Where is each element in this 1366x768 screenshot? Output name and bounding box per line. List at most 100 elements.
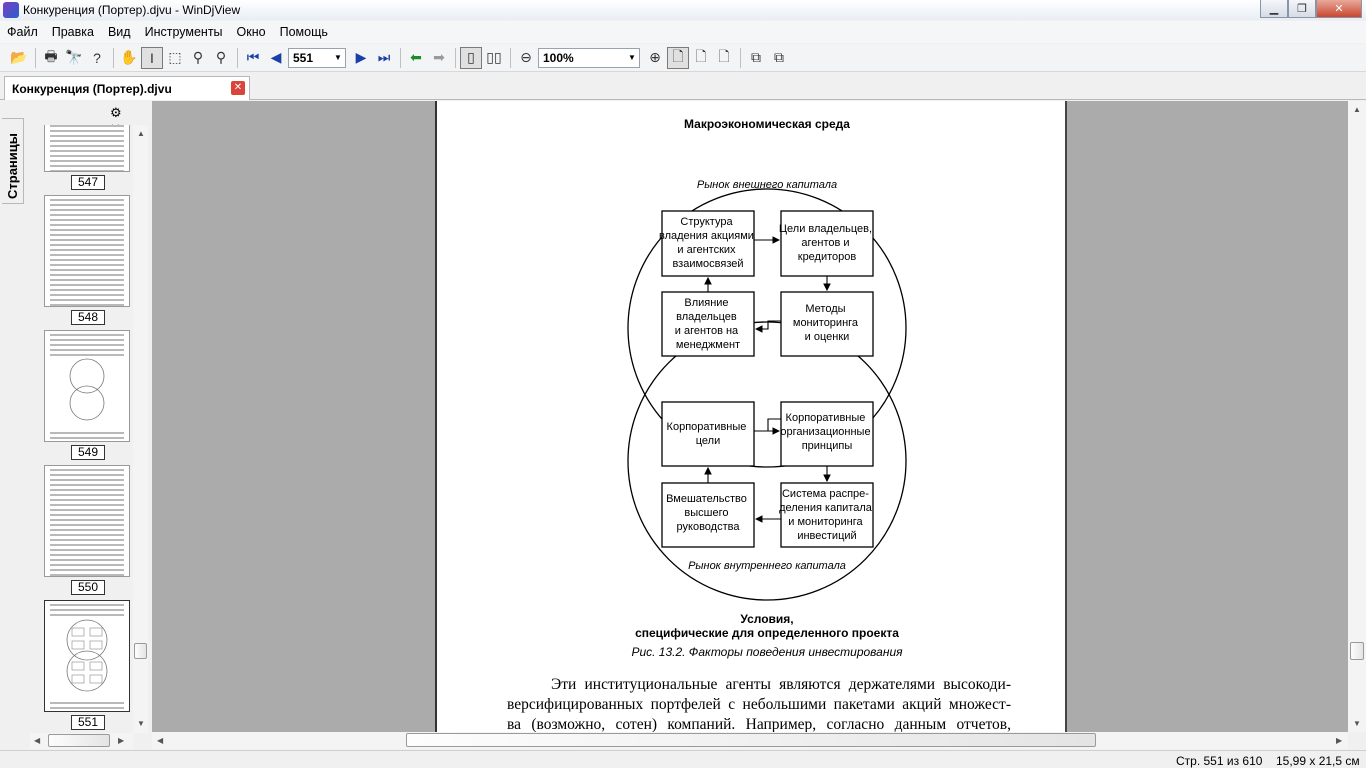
scroll-down-icon[interactable]: ▼	[1353, 719, 1361, 728]
zoom-out-icon[interactable]: ⊖	[520, 49, 532, 65]
figure-footer-line2: специфические для определенного проекта	[635, 626, 899, 640]
select-rect-tool-icon[interactable]: ⬚	[168, 49, 182, 65]
prev-page-icon[interactable]: ◀	[270, 49, 282, 65]
pages-side-tab[interactable]: Страницы	[2, 118, 24, 204]
figure-diagram: Макроэкономическая среда Рынок внешнего …	[627, 117, 907, 659]
diagram-arrows	[704, 236, 831, 523]
body-paragraph-line: версифицированных портфелей с небольшими…	[507, 696, 1011, 713]
maximize-button[interactable]: ❐	[1288, 0, 1316, 18]
scroll-left-icon[interactable]: ◀	[34, 736, 41, 745]
box-management-intervention-text: Вмешательство высшего руководства	[666, 493, 750, 533]
first-page-icon[interactable]: ⏮	[246, 49, 260, 65]
figure-caption: Рис. 13.2. Факторы поведения инвестирова…	[631, 645, 903, 659]
box-organizational-principles-text: Корпоративные организационные принципы	[780, 412, 873, 452]
help-icon[interactable]: ?	[93, 49, 101, 66]
zoom-value: 100%	[543, 50, 574, 65]
open-folder-icon[interactable]: 📂	[10, 49, 28, 65]
figure-title: Макроэкономическая среда	[684, 117, 850, 131]
page-thumbnail[interactable]	[44, 600, 130, 712]
document-tab-label: Конкуренция (Портер).djvu	[12, 81, 172, 96]
menu-view[interactable]: Вид	[107, 25, 131, 39]
thumbnail-diagram	[69, 358, 105, 421]
main-vertical-scrollbar[interactable]: ▲ ▼	[1348, 101, 1366, 732]
outer-market-label: Рынок внешнего капитала	[697, 179, 837, 191]
next-page-icon[interactable]: ▶	[355, 49, 367, 65]
inner-market-label: Рынок внутреннего капитала	[688, 560, 846, 572]
thumbnail-diagram	[66, 619, 108, 692]
scrollbar-thumb[interactable]	[1350, 642, 1364, 660]
scroll-right-icon[interactable]: ▶	[118, 736, 125, 745]
forward-icon[interactable]: ➡	[433, 49, 445, 65]
box-ownership-structure	[661, 210, 755, 277]
page-thumbnail[interactable]	[44, 465, 130, 577]
page-thumbnail[interactable]	[44, 330, 130, 442]
box-owner-influence-text: Влияние владельцев и агентов на менеджме…	[675, 297, 741, 351]
box-owner-goals	[780, 210, 874, 277]
zoom-rect-tool-icon[interactable]: ⚲	[215, 49, 227, 65]
menu-window[interactable]: Окно	[236, 25, 266, 39]
hand-tool-icon[interactable]: ✋	[120, 49, 138, 65]
thumbnails-vertical-scrollbar[interactable]: ▲ ▼	[133, 125, 148, 733]
thumbnails-horizontal-scrollbar[interactable]: ◀ ▶	[30, 733, 133, 749]
box-monitoring-methods-text: Методы мониторинга и оценки	[793, 303, 861, 343]
box-management-intervention	[661, 482, 755, 548]
display-fg-icon[interactable]: 🗋	[718, 47, 730, 64]
close-button[interactable]: ✕	[1316, 0, 1362, 18]
scroll-right-icon[interactable]: ▶	[1336, 736, 1343, 745]
box-monitoring-methods	[780, 291, 874, 357]
scrollbar-thumb[interactable]	[134, 643, 147, 659]
scrollbar-thumb[interactable]	[406, 733, 1096, 747]
select-text-tool-icon[interactable]: I	[141, 46, 163, 69]
scroll-down-icon[interactable]: ▼	[137, 719, 145, 728]
thumbnail-list: 547 548 549 550	[30, 125, 133, 733]
page-number-label: 548	[71, 310, 105, 325]
chevron-down-icon[interactable]: ▼	[334, 53, 342, 62]
menu-help[interactable]: Помощь	[279, 25, 328, 39]
single-page-layout-icon[interactable]: ▯	[460, 46, 482, 69]
zoom-in-icon[interactable]: ⊕	[649, 49, 661, 65]
status-page-info: Стр. 551 из 610	[1176, 754, 1263, 768]
scroll-up-icon[interactable]: ▲	[137, 129, 145, 138]
toolbar: 📂 🖶 🔭 ? ✋ I ⬚ ⚲ ⚲ ⏮ ◀ 551 ▼ ▶ ⏭ ⬅ ➡ ▯ ▯▯…	[0, 44, 1366, 72]
menu-tools[interactable]: Инструменты	[144, 25, 223, 39]
box-corporate-goals	[661, 401, 755, 467]
document-viewer[interactable]: Макроэкономическая среда Рынок внешнего …	[152, 101, 1348, 732]
back-icon[interactable]: ⬅	[410, 49, 422, 65]
scroll-left-icon[interactable]: ◀	[157, 736, 164, 745]
two-page-layout-icon[interactable]: ▯▯	[486, 49, 502, 65]
window-title: Конкуренция (Портер).djvu - WinDjView	[23, 3, 241, 17]
document-tab-row: Конкуренция (Портер).djvu ✕	[0, 76, 1366, 100]
page-thumbnail[interactable]	[44, 125, 130, 172]
gear-icon[interactable]: ⚙	[110, 105, 122, 120]
document-tab[interactable]: Конкуренция (Портер).djvu ✕	[4, 76, 250, 100]
menu-file[interactable]: Файл	[7, 25, 38, 39]
scroll-up-icon[interactable]: ▲	[1353, 105, 1361, 114]
display-color-icon[interactable]: 🗋	[667, 46, 689, 69]
scrollbar-thumb[interactable]	[48, 734, 110, 747]
pages-side-tab-label: Страницы	[5, 133, 20, 199]
page-number-label: 547	[71, 175, 105, 190]
box-capital-allocation	[780, 482, 874, 548]
page-thumbnail[interactable]	[44, 195, 130, 307]
menu-edit[interactable]: Правка	[51, 25, 94, 39]
zoom-in-tool-icon[interactable]: ⚲	[192, 49, 204, 65]
zoom-combo[interactable]: 100% ▼	[538, 47, 640, 68]
close-tab-icon[interactable]: ✕	[231, 81, 245, 95]
box-corporate-goals-text: Корпоративные цели	[667, 421, 750, 447]
menu-bar: Файл Правка Вид Инструменты Окно Помощь	[0, 21, 1366, 43]
body-paragraph-line: Эти институциональные агенты являются де…	[551, 676, 1011, 693]
toolbar-separator	[35, 47, 36, 68]
last-page-icon[interactable]: ⏭	[377, 49, 391, 65]
page-number-combo[interactable]: 551 ▼	[288, 47, 346, 68]
display-bw-icon[interactable]: 🗋	[695, 47, 707, 64]
rotate-left-icon[interactable]: ⧉	[751, 49, 761, 65]
rotate-right-icon[interactable]: ⧉	[774, 49, 784, 65]
box-owner-influence	[661, 291, 755, 357]
chevron-down-icon[interactable]: ▼	[628, 53, 636, 62]
print-icon[interactable]: 🖶	[44, 47, 58, 64]
find-icon[interactable]: 🔭	[65, 49, 83, 65]
toolbar-separator	[455, 47, 456, 68]
main-horizontal-scrollbar[interactable]: ◀ ▶	[152, 732, 1348, 749]
minimize-button[interactable]: ▁	[1260, 0, 1288, 18]
document-page: Макроэкономическая среда Рынок внешнего …	[435, 101, 1067, 732]
